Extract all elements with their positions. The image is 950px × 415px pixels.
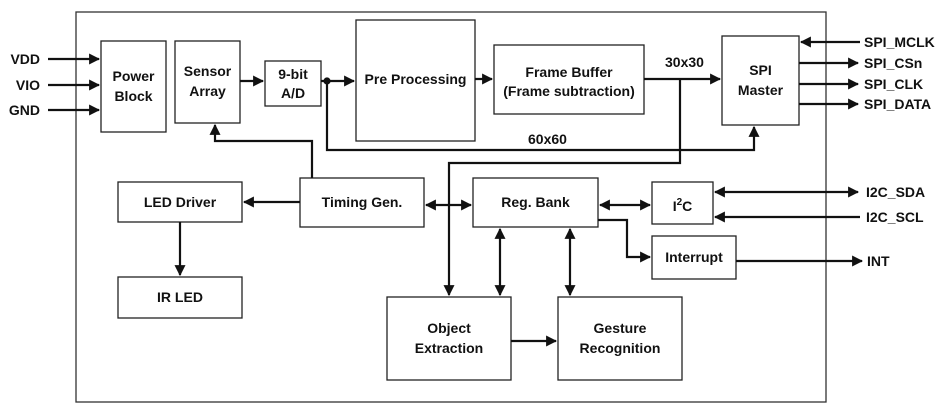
timing-gen-block: Timing Gen. xyxy=(299,177,425,228)
sensor-array-label-line2: Array xyxy=(189,83,226,99)
adc-block: 9-bit A/D xyxy=(264,60,322,107)
sensor-array-label-line1: Sensor xyxy=(184,63,232,79)
gnd-label: GND xyxy=(9,102,40,118)
adc-label-line1: 9-bit xyxy=(278,66,308,82)
i2c-sda-label: I2C_SDA xyxy=(866,184,925,200)
spi-master-block: SPI Master xyxy=(721,35,800,126)
resolution-60x60-label: 60x60 xyxy=(528,131,567,147)
spi-master-label-line1: SPI xyxy=(749,62,772,78)
timing-gen-label: Timing Gen. xyxy=(322,194,403,210)
spi-data-label: SPI_DATA xyxy=(864,96,931,112)
sensor-array-block: Sensor Array xyxy=(174,40,241,124)
interrupt-label: Interrupt xyxy=(665,249,723,265)
pre-processing-block: Pre Processing xyxy=(355,19,476,142)
ir-led-label: IR LED xyxy=(157,289,203,305)
interrupt-block: Interrupt xyxy=(651,235,737,280)
object-extraction-label-line2: Extraction xyxy=(415,340,483,356)
spi-master-label-line2: Master xyxy=(738,82,784,98)
frame-buffer-block: Frame Buffer (Frame subtraction) xyxy=(493,44,645,115)
spi-csn-label: SPI_CSn xyxy=(864,55,922,71)
int-label: INT xyxy=(867,253,890,269)
gesture-recognition-label-line2: Recognition xyxy=(580,340,661,356)
power-block: Power Block xyxy=(100,40,167,133)
timing-to-sensor-line xyxy=(209,123,314,178)
chip-boundary xyxy=(75,11,827,403)
spi-clk-label: SPI_CLK xyxy=(864,76,923,92)
i2c-label: I2C xyxy=(673,197,693,214)
vio-label: VIO xyxy=(16,77,40,93)
framebuffer-to-object-extraction-line xyxy=(443,79,682,297)
i2c-block: I2C xyxy=(651,181,714,225)
led-driver-block: LED Driver xyxy=(117,181,243,223)
power-block-label-line2: Block xyxy=(114,88,152,104)
reg-bank-block: Reg. Bank xyxy=(472,177,599,228)
resolution-30x30-label: 30x30 xyxy=(665,54,704,70)
object-extraction-label-line1: Object xyxy=(427,320,471,336)
spi-mclk-label: SPI_MCLK xyxy=(864,34,935,50)
ir-led-block: IR LED xyxy=(117,276,243,319)
frame-buffer-label-line1: Frame Buffer xyxy=(525,64,613,80)
i2c-scl-label: I2C_SCL xyxy=(866,209,924,225)
frame-buffer-label-line2: (Frame subtraction) xyxy=(503,83,634,99)
gesture-recognition-block: Gesture Recognition xyxy=(557,296,683,381)
pre-processing-label: Pre Processing xyxy=(365,71,467,87)
led-driver-label: LED Driver xyxy=(144,194,217,210)
regbank-to-interrupt-line xyxy=(598,218,652,263)
bypass-60x60-line xyxy=(325,81,760,152)
connections xyxy=(48,36,864,347)
adc-label-line2: A/D xyxy=(281,85,305,101)
power-block-label-line1: Power xyxy=(112,68,155,84)
object-extraction-block: Object Extraction xyxy=(386,296,512,381)
gesture-recognition-label-line1: Gesture xyxy=(594,320,647,336)
reg-bank-label: Reg. Bank xyxy=(501,194,570,210)
vdd-label: VDD xyxy=(10,51,40,67)
